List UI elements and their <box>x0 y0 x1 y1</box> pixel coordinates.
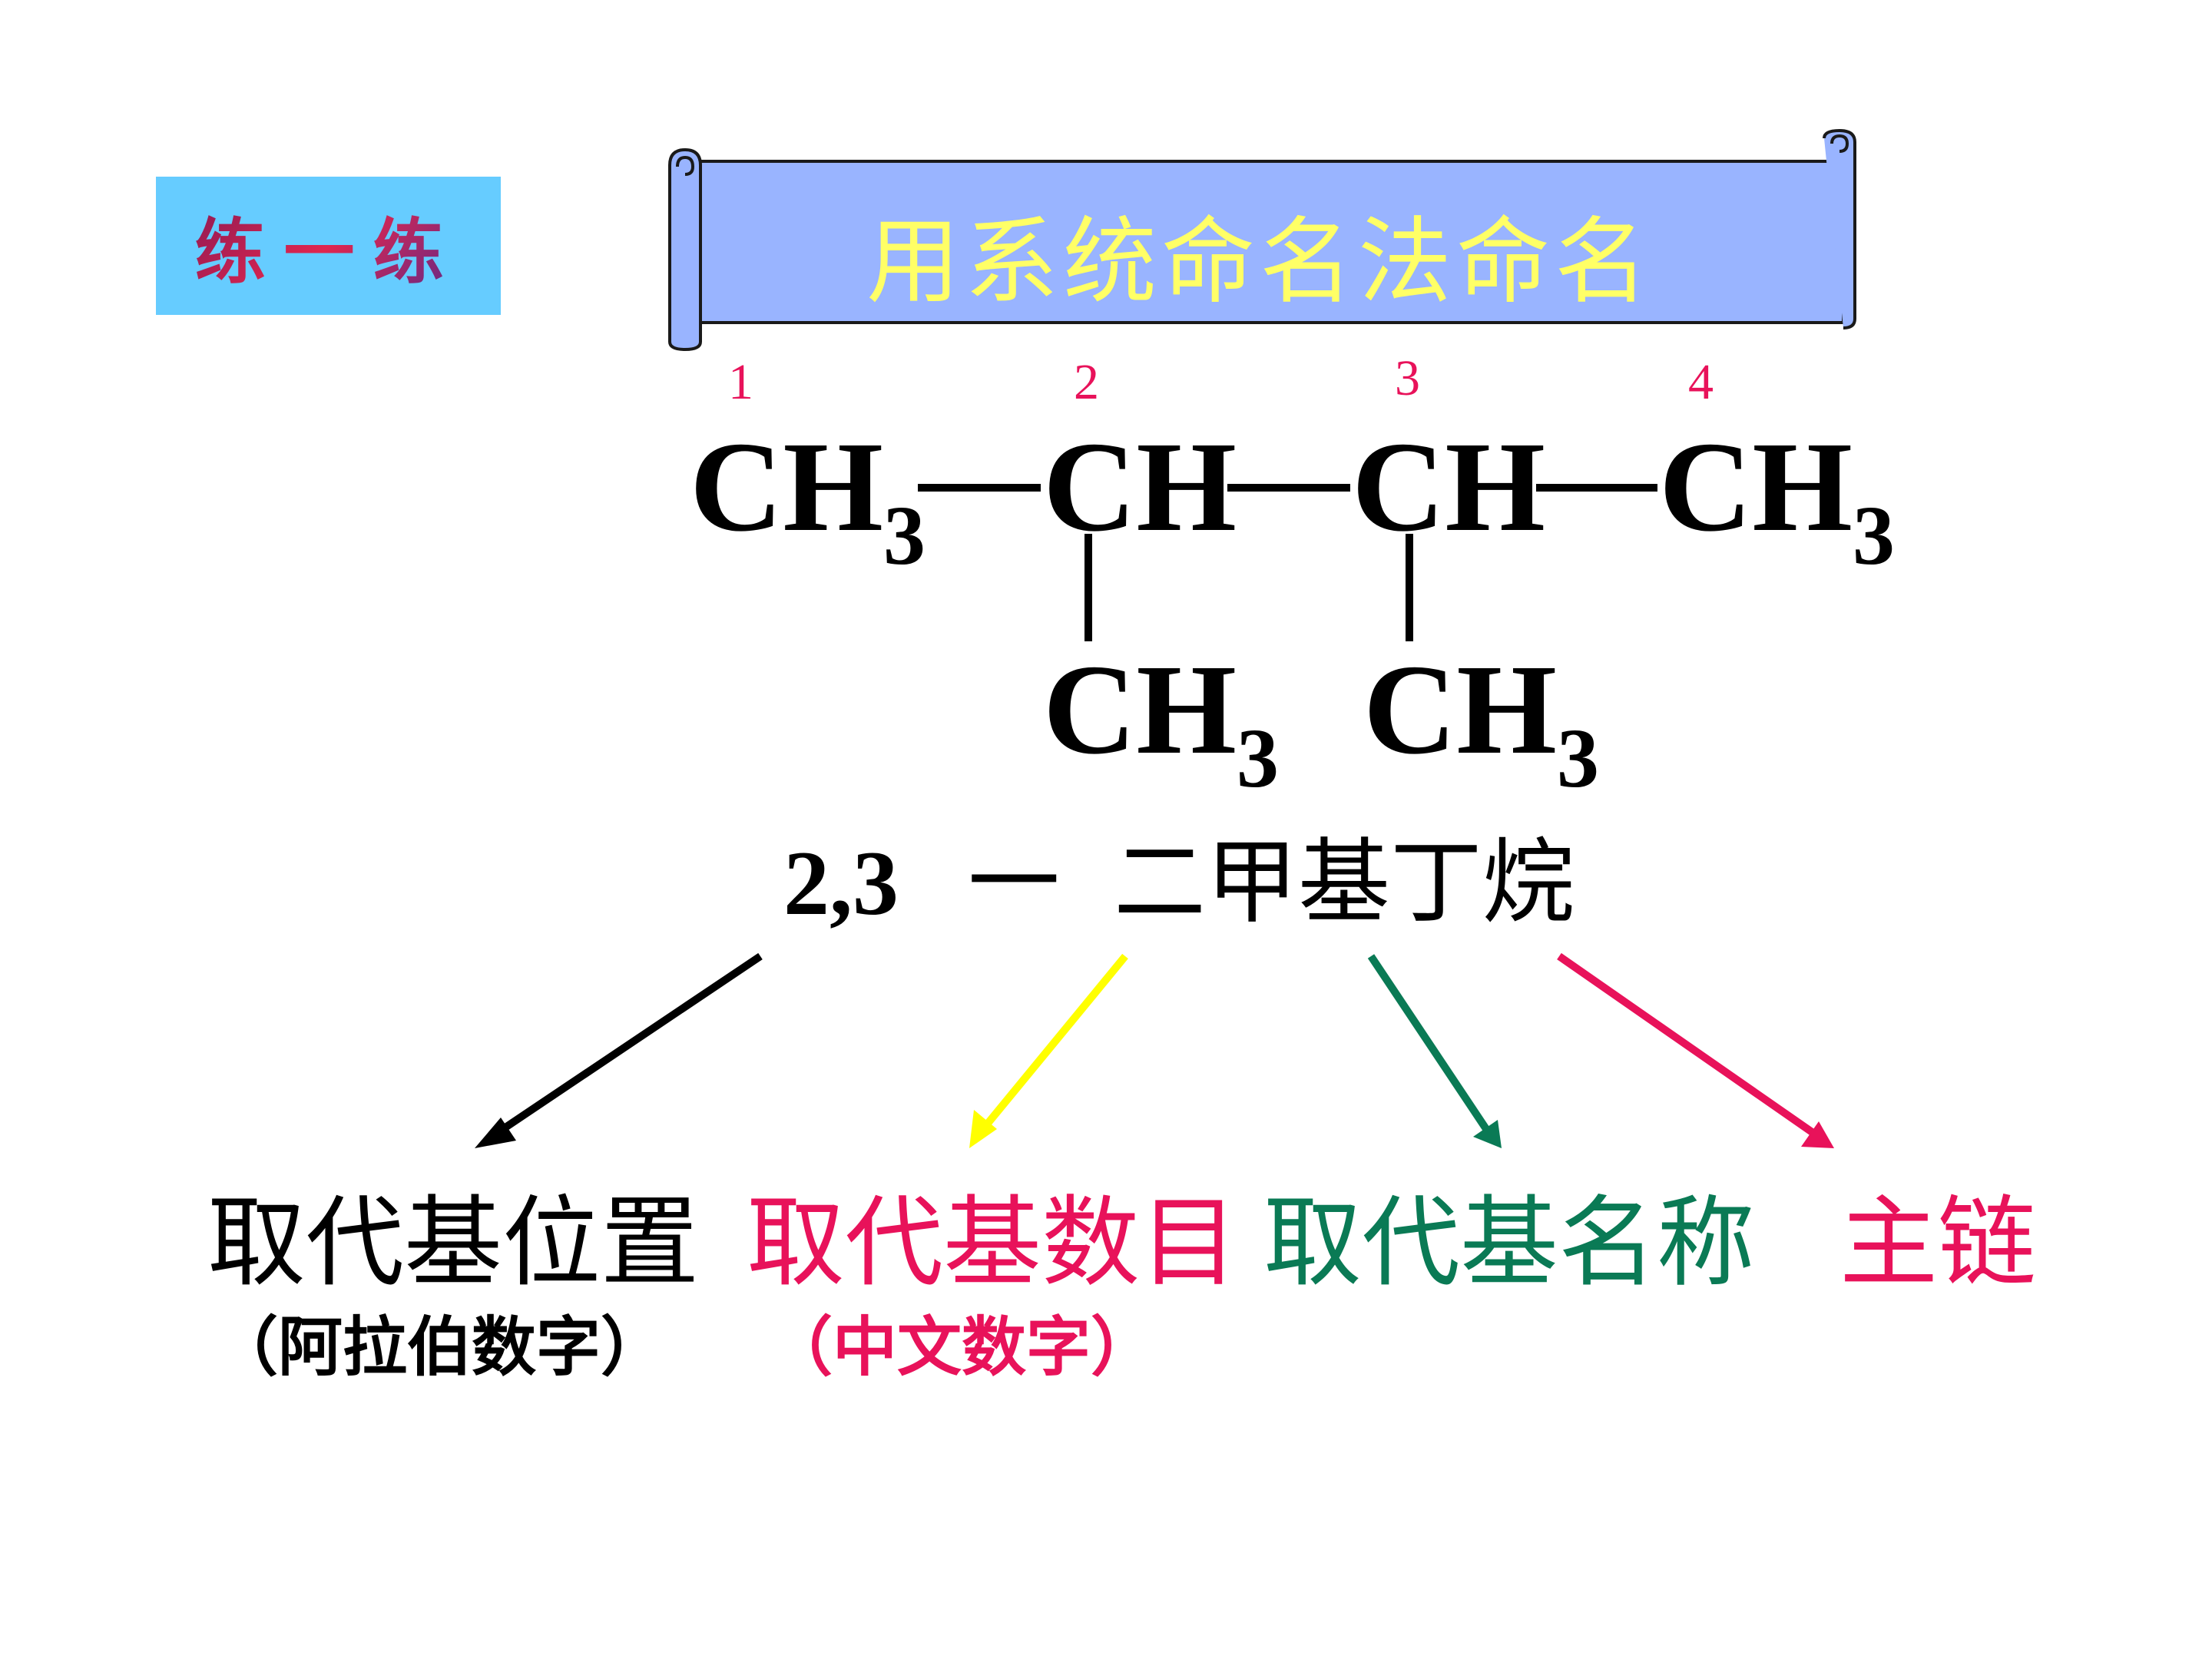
bond-c1-c2 <box>918 484 1041 492</box>
part-label-substituent: 取代基名称 <box>1263 1186 1756 1300</box>
group-symbol: CH <box>1043 638 1237 781</box>
group-subscript: 3 <box>1237 711 1279 805</box>
bond-c2-branch <box>1084 534 1092 641</box>
bond-c3-branch <box>1406 534 1413 641</box>
branch-group-2: CH3 <box>1363 645 1599 800</box>
scroll-banner <box>668 128 1856 352</box>
banner-title: 用系统命名法命名 <box>866 207 1653 316</box>
arrow-to-count <box>969 953 1128 1148</box>
arrow-to-position <box>475 952 763 1148</box>
chain-group-3: CH <box>1352 422 1545 551</box>
group-symbol: CH <box>690 416 883 558</box>
bond-c2-c3 <box>1227 484 1350 492</box>
group-symbol: CH <box>1352 416 1545 558</box>
branch-group-1: CH3 <box>1043 645 1279 800</box>
part-label-position: 取代基位置 <box>207 1186 700 1300</box>
arrow-to-substituent <box>1367 954 1502 1148</box>
name-stem: 二甲基丁烷 <box>1114 830 1575 936</box>
carbon-number-4: 4 <box>1688 354 1714 410</box>
carbon-number-3: 3 <box>1395 350 1420 406</box>
group-subscript: 3 <box>883 488 926 582</box>
group-subscript: 3 <box>1557 711 1599 805</box>
group-symbol: CH <box>1363 638 1557 781</box>
practice-badge: 练一练 <box>156 177 501 315</box>
name-locants: 2,3 <box>783 832 899 934</box>
group-symbol: CH <box>1043 416 1237 558</box>
part-sublabel-count: （中文数字） <box>768 1310 1156 1385</box>
part-label-main-chain: 主链 <box>1839 1186 2037 1300</box>
bond-c3-c4 <box>1536 484 1657 492</box>
arrow-to-main-chain <box>1557 952 1834 1148</box>
part-sublabel-position: （阿拉伯数字） <box>214 1310 666 1385</box>
chain-group-1: CH3 <box>690 422 926 578</box>
name-dash: 一 <box>968 830 1060 936</box>
group-symbol: CH <box>1659 416 1853 558</box>
chain-group-2: CH <box>1043 422 1237 551</box>
carbon-number-1: 1 <box>728 354 753 410</box>
group-subscript: 3 <box>1853 488 1895 582</box>
carbon-number-2: 2 <box>1074 354 1099 410</box>
chain-group-4: CH3 <box>1659 422 1895 578</box>
part-label-count: 取代基数目 <box>747 1186 1239 1300</box>
practice-badge-label: 练一练 <box>194 195 462 297</box>
